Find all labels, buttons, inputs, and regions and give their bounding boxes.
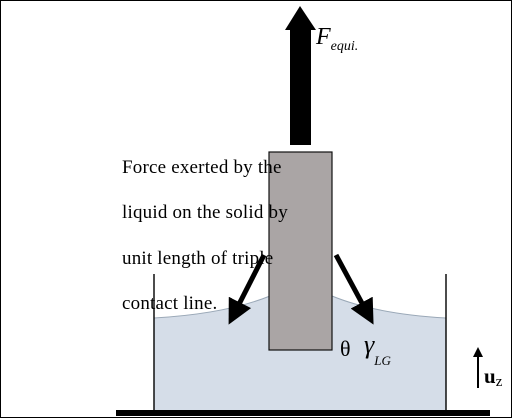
axis-main-text: u [484, 364, 496, 388]
theta-label: θ [340, 336, 351, 361]
caption-line-2: liquid on the solid by [122, 202, 288, 223]
meniscus-left [153, 295, 271, 319]
force-arrow-shaft [290, 30, 311, 145]
caption-line-1: Force exerted by the [122, 157, 282, 178]
axis-sub-text: z [495, 374, 503, 390]
ground-base [116, 410, 490, 416]
gamma-main-text: γ [364, 330, 375, 359]
force-sub-text: equi. [330, 39, 359, 54]
caption-line-3: unit length of triple [122, 248, 274, 269]
tension-arrow-left [228, 253, 267, 325]
gamma-label: γLG [364, 330, 391, 369]
solid-plate [268, 151, 333, 351]
force-main-text: F [316, 24, 331, 50]
gamma-sub-text: LG [374, 353, 391, 368]
force-arrow-head [285, 6, 316, 30]
force-label: Fequi. [316, 24, 358, 55]
axis-label: uz [484, 364, 502, 391]
meniscus-right [331, 295, 447, 319]
liquid-under-solid [268, 350, 334, 412]
liquid [154, 296, 270, 412]
liquid [332, 296, 446, 412]
caption-line-4: contact line. [122, 293, 218, 314]
tension-arrow-right [333, 253, 374, 325]
